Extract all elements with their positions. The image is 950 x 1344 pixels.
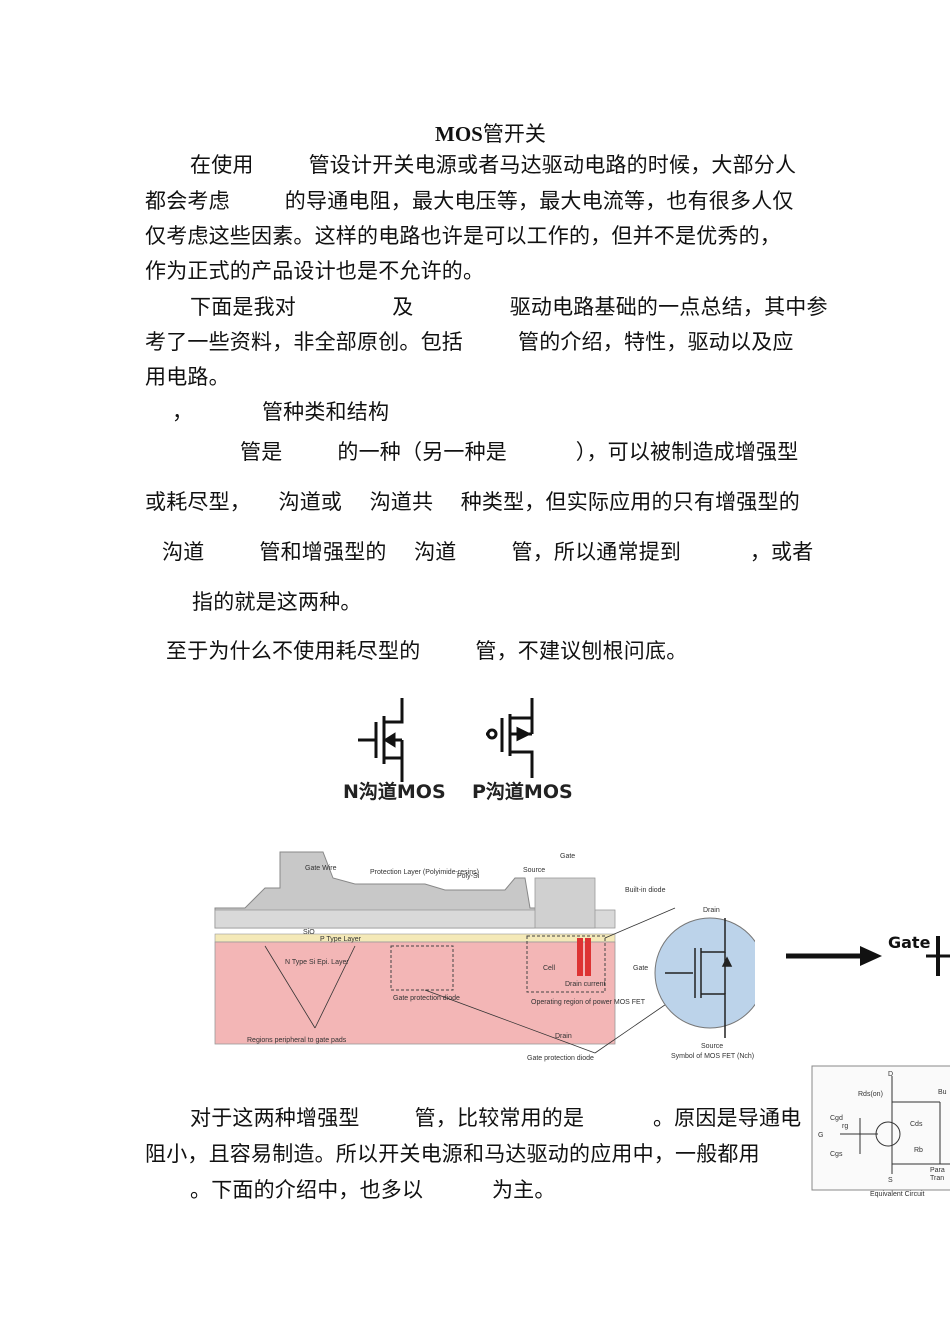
- gate-protection-region: [390, 945, 454, 991]
- label-source: Source: [523, 867, 545, 874]
- label-gate-top: Gate: [560, 853, 575, 860]
- label-cgs: Cgs: [830, 1151, 843, 1158]
- label-para: Para: [930, 1167, 945, 1174]
- label-operating-region: Operating region of power MOS FET: [531, 999, 646, 1006]
- paragraph-line: 阻小，且容易制造。所以开关电源和马达驱动的应用中，一般都用: [145, 1142, 760, 1166]
- right-gate-fragment: Gate: [786, 933, 950, 976]
- label-gate-protection-diode: Gate protection diode: [527, 1055, 594, 1062]
- label-n-epi-layer: N Type Si Epi. Layer: [285, 959, 349, 966]
- paragraph-line: 考了一些资料，非全部原创。包括 管的介绍，特性，驱动以及应: [145, 330, 794, 354]
- label-rg: rg: [842, 1123, 848, 1130]
- gate-label: Gate: [888, 933, 931, 952]
- nmos-symbol: [358, 698, 404, 782]
- paragraph-line: 管是 的一种（另一种是 ），可以被制造成增强型: [240, 440, 799, 464]
- p-type-layer: [214, 933, 616, 943]
- paragraph-line: 至于为什么不使用耗尽型的 管，不建议刨根问底。: [166, 639, 688, 663]
- paragraph-line: 在使用 管设计开关电源或者马达驱动电路的时候，大部分人: [190, 153, 797, 177]
- arrow-head: [860, 946, 882, 966]
- drain-current-marker: [577, 938, 583, 976]
- label-cell: Cell: [543, 965, 556, 972]
- pmos-label: P沟道MOS: [472, 780, 573, 803]
- mosfet-cross-section-figure: Gate Wire Protection Layer (Polyimide-re…: [214, 851, 755, 1062]
- label-source-2: Source: [701, 1043, 723, 1050]
- label-sio2: SiO: [303, 929, 315, 936]
- label-regions-peripheral: Regions peripheral to gate pads: [247, 1037, 347, 1044]
- oxide-layer: [214, 909, 616, 929]
- paragraph-line: 作为正式的产品设计也是不允许的。: [145, 259, 485, 283]
- paragraph-line: 下面是我对 及 驱动电路基础的一点总结，其中参: [190, 295, 828, 319]
- leader-lines: [264, 907, 676, 1054]
- operating-region: [526, 935, 606, 993]
- protection-layer: [214, 851, 536, 929]
- page-title: MOS管开关: [435, 122, 546, 146]
- drain-current-marker: [585, 938, 591, 976]
- label-gate-wire: Gate Wire: [305, 865, 337, 872]
- label-gate: Gate: [633, 965, 648, 972]
- equivalent-circuit-frame: [811, 1065, 950, 1191]
- label-gate-protection-diode-small: Gate protection diode: [393, 995, 460, 1002]
- nmos-label: N沟道MOS: [343, 780, 446, 803]
- mos-symbols-figure: N沟道MOS P沟道MOS: [343, 698, 573, 803]
- label-symbol-caption: Symbol of MOS FET (Nch): [671, 1053, 754, 1060]
- label-drain-current: Drain current: [565, 981, 606, 988]
- label-poly-si: Poly-Si: [457, 873, 480, 880]
- label-d: D: [888, 1071, 893, 1078]
- paragraph-line: 。下面的介绍中，也多以 为主。: [190, 1178, 556, 1202]
- label-s: S: [888, 1177, 893, 1184]
- label-drain: Drain: [703, 907, 720, 914]
- n-epi-layer: [214, 941, 616, 1045]
- paragraph-line: 对于这两种增强型 管，比较常用的是 。原因是导通电: [190, 1106, 802, 1130]
- equivalent-circuit-figure: D Rds(on) Cgd rg G Cds Rb Cgs S Bu Para …: [811, 1065, 950, 1198]
- label-cds: Cds: [910, 1121, 923, 1128]
- label-bu: Bu: [938, 1089, 947, 1096]
- label-equivalent-caption: Equivalent Circuit: [870, 1191, 925, 1198]
- label-protection-layer: Protection Layer (Polyimide-resins): [370, 869, 479, 876]
- label-cgd: Cgd: [830, 1115, 843, 1122]
- label-drain-bottom: Drain: [555, 1033, 572, 1040]
- equivalent-circuit-wires: [840, 1076, 950, 1174]
- source-metal: [534, 877, 596, 929]
- label-tran: Tran: [930, 1175, 944, 1182]
- paragraph-line: 指的就是这两种。: [192, 590, 362, 614]
- paragraph-line: 仅考虑这些因素。这样的电路也许是可以工作的，但并不是优秀的，: [145, 224, 781, 248]
- label-g: G: [818, 1132, 823, 1139]
- paragraph-line: 都会考虑 的导通电阻，最大电压等，最大电流等，也有很多人仅: [145, 189, 794, 213]
- mosfet-symbol-inner: [665, 918, 733, 1038]
- section-heading: ， 管种类和结构: [172, 400, 390, 424]
- pmos-symbol: [486, 698, 534, 778]
- label-rds: Rds(on): [858, 1091, 883, 1098]
- label-p-type-layer: P Type Layer: [320, 936, 362, 943]
- mosfet-symbol-circle: [654, 917, 755, 1029]
- paragraph-line: 用电路。: [145, 365, 230, 389]
- paragraph-line: 或耗尽型， 沟道或 沟道共 种类型，但实际应用的只有增强型的: [145, 490, 800, 514]
- label-rb: Rb: [914, 1147, 923, 1154]
- paragraph-line: 沟道 管和增强型的 沟道 管，所以通常提到 ，或者: [162, 540, 814, 564]
- label-built-in-diode: Built-in diode: [625, 887, 666, 894]
